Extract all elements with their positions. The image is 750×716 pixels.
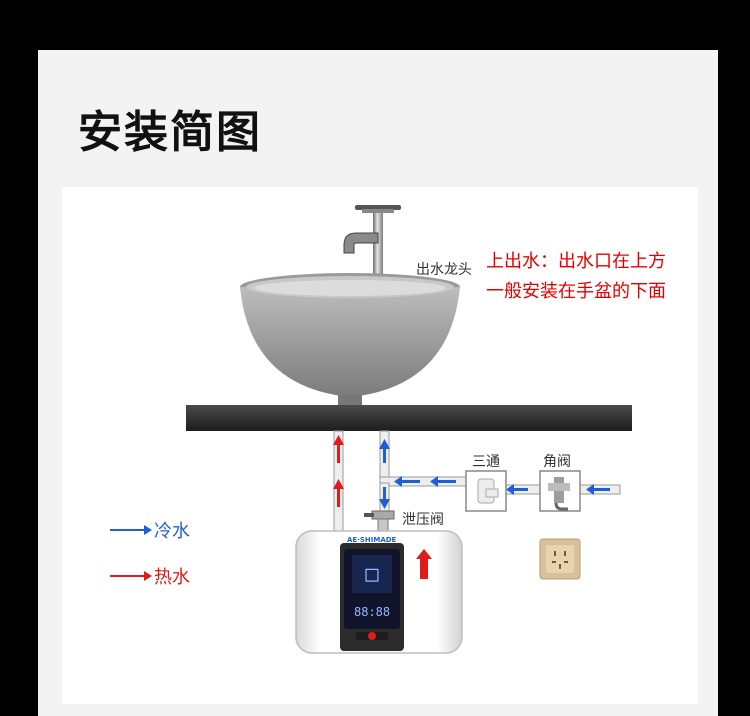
hot-water-pipe	[333, 430, 344, 532]
legend-cold-label: 冷水	[154, 521, 190, 542]
legend-cold-arrow-icon	[110, 525, 152, 535]
pressure-relief-valve	[364, 510, 395, 534]
legend-cold: 冷水	[110, 517, 190, 543]
legend-hot-label: 热水	[154, 567, 190, 588]
faucet-label: 出水龙头	[416, 262, 472, 278]
content-frame: 安装简图	[38, 50, 718, 716]
legend-hot-arrow-icon	[110, 571, 152, 581]
diagram-canvas: □	[186, 205, 632, 654]
note-line-1: 上出水：出水口在上方	[486, 251, 666, 272]
svg-text:□: □	[365, 562, 379, 587]
installation-note: 上出水：出水口在上方 一般安装在手盆的下面	[486, 247, 666, 307]
installation-diagram-panel: □ 出水龙头 三通 角阀 泄压阀 AE·SHIMADE 88:88 上出水：出水…	[62, 187, 698, 704]
angle-valve	[539, 470, 581, 512]
angle-valve-label: 角阀	[543, 454, 571, 470]
heater-brand-label: AE·SHIMADE	[347, 536, 397, 544]
relief-valve-label: 泄压阀	[402, 512, 444, 528]
tee-fitting	[465, 470, 507, 512]
note-line-2: 一般安装在手盆的下面	[486, 281, 666, 302]
power-socket	[539, 538, 581, 580]
countertop	[186, 405, 632, 431]
legend-hot: 热水	[110, 563, 190, 589]
water-heater: □	[295, 530, 463, 654]
heater-display: 88:88	[354, 605, 391, 619]
tee-label: 三通	[472, 454, 500, 470]
basin	[240, 273, 460, 409]
page-title: 安装简图	[78, 107, 262, 158]
cold-water-pipe	[379, 430, 621, 514]
